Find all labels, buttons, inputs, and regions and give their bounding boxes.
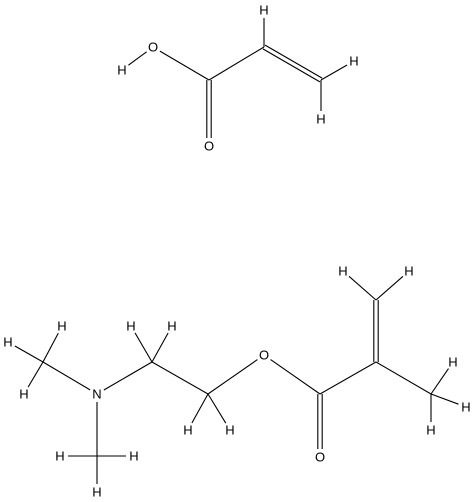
oxygen-atom-label: O: [204, 139, 214, 154]
oxygen-atom-label: O: [259, 348, 269, 363]
single-bond: [128, 51, 147, 66]
hydrogen-atom-label: H: [404, 264, 413, 279]
single-bond: [134, 332, 153, 363]
single-bond: [207, 359, 258, 395]
atom-layer: H O O H H H N H H H H H H H H H H O O H H H H H: [3, 3, 470, 500]
single-bond: [375, 275, 404, 301]
hydrogen-atom-label: H: [259, 3, 268, 18]
hydrogen-atom-label: H: [426, 423, 435, 438]
single-bond: [320, 64, 348, 81]
oxygen-atom-label: O: [315, 450, 325, 465]
hydrogen-atom-label: H: [167, 319, 176, 334]
single-bond: [207, 393, 227, 424]
single-bond: [430, 368, 449, 395]
hydrogen-atom-label: H: [55, 449, 64, 464]
single-bond: [191, 393, 209, 424]
single-bond: [151, 361, 209, 395]
hydrogen-atom-label: H: [126, 319, 135, 334]
single-bond: [319, 361, 377, 395]
bond-layer: [14, 18, 459, 484]
hydrogen-atom-label: H: [117, 63, 126, 78]
hydrogen-atom-label: H: [461, 400, 470, 415]
single-bond: [159, 50, 210, 81]
nitrogen-atom-label: N: [92, 387, 101, 402]
single-bond: [14, 345, 44, 363]
oxygen-atom-label: O: [148, 40, 158, 55]
single-bond: [103, 361, 153, 391]
hydrogen-atom-label: H: [129, 449, 138, 464]
single-bond: [27, 361, 44, 388]
single-bond: [151, 332, 169, 363]
hydrogen-atom-label: H: [225, 423, 234, 438]
hydrogen-atom-label: H: [183, 423, 192, 438]
single-bond: [208, 46, 265, 81]
single-bond: [430, 393, 459, 405]
double-bond-line: [262, 48, 321, 83]
double-bond-line: [264, 44, 323, 79]
single-bond: [348, 275, 377, 301]
single-bond: [42, 332, 59, 363]
hydrogen-atom-label: H: [338, 264, 347, 279]
hydrogen-atom-label: H: [57, 319, 66, 334]
single-bond: [270, 359, 321, 395]
single-bond: [375, 361, 432, 395]
hydrogen-atom-label: H: [349, 54, 358, 69]
hydrogen-atom-label: H: [3, 335, 12, 350]
hydrogen-atom-label: H: [448, 355, 457, 370]
hydrogen-atom-label: H: [316, 112, 325, 127]
single-bond: [42, 361, 91, 391]
hydrogen-atom-label: H: [19, 387, 28, 402]
hydrogen-atom-label: H: [92, 485, 101, 500]
